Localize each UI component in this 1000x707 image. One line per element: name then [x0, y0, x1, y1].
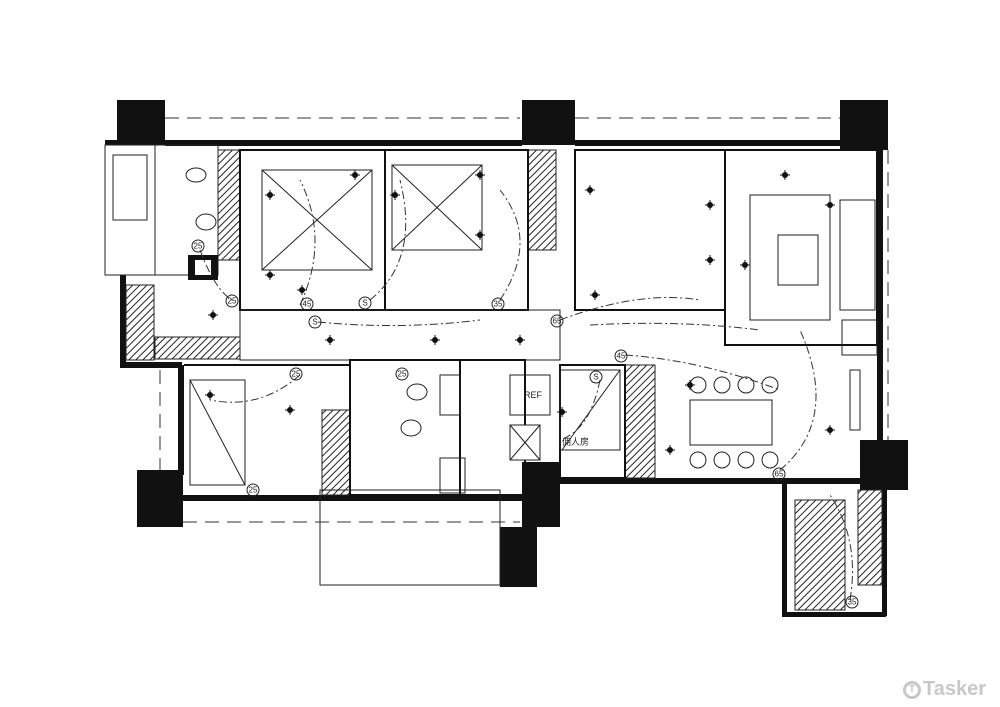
svg-text:65: 65 — [775, 470, 784, 479]
refrigerator-label: REF — [524, 390, 543, 400]
marker: 45 — [300, 297, 314, 311]
ceiling-markers: 25 25 45 S 35 65 S 45 25 25 S 65 35 25 — [191, 239, 859, 609]
marker: 65 — [550, 314, 564, 328]
marker: S — [358, 296, 372, 310]
marker: 35 — [845, 595, 859, 609]
marker: 25 — [289, 367, 303, 381]
svg-text:45: 45 — [303, 300, 312, 309]
marker: 65 — [772, 467, 786, 481]
bathroom-left — [104, 144, 219, 280]
interior-walls — [125, 149, 883, 611]
svg-text:S: S — [362, 299, 367, 308]
structural-columns — [117, 100, 908, 527]
exterior-walls — [105, 140, 887, 617]
marker: 25 — [246, 483, 260, 497]
svg-text:25: 25 — [228, 297, 237, 306]
dining-chairs — [689, 376, 779, 469]
tasker-watermark: T Tasker — [902, 678, 986, 701]
svg-text:S: S — [312, 318, 317, 327]
marker: 25 — [191, 239, 205, 253]
svg-text:25: 25 — [292, 370, 301, 379]
lighting-circuits — [199, 179, 853, 601]
svg-text:S: S — [593, 373, 598, 382]
marker: S — [308, 315, 322, 329]
svg-text:25: 25 — [398, 370, 407, 379]
svg-text:35: 35 — [494, 300, 503, 309]
light-fixtures — [204, 169, 836, 456]
svg-text:35: 35 — [848, 598, 857, 607]
tasker-logo-icon: T — [902, 680, 921, 699]
svg-text:65: 65 — [553, 317, 562, 326]
svg-text:25: 25 — [249, 486, 258, 495]
marker: 35 — [491, 297, 505, 311]
svg-text:45: 45 — [617, 352, 626, 361]
marker: S — [589, 370, 603, 384]
maid-room-label: 佣人房 — [562, 436, 589, 447]
dashed-outline — [159, 117, 889, 523]
marker: 25 — [225, 294, 239, 308]
marker: 45 — [614, 349, 628, 363]
marker: 25 — [395, 367, 409, 381]
svg-text:25: 25 — [194, 242, 203, 251]
tasker-brand: Tasker — [922, 678, 986, 700]
